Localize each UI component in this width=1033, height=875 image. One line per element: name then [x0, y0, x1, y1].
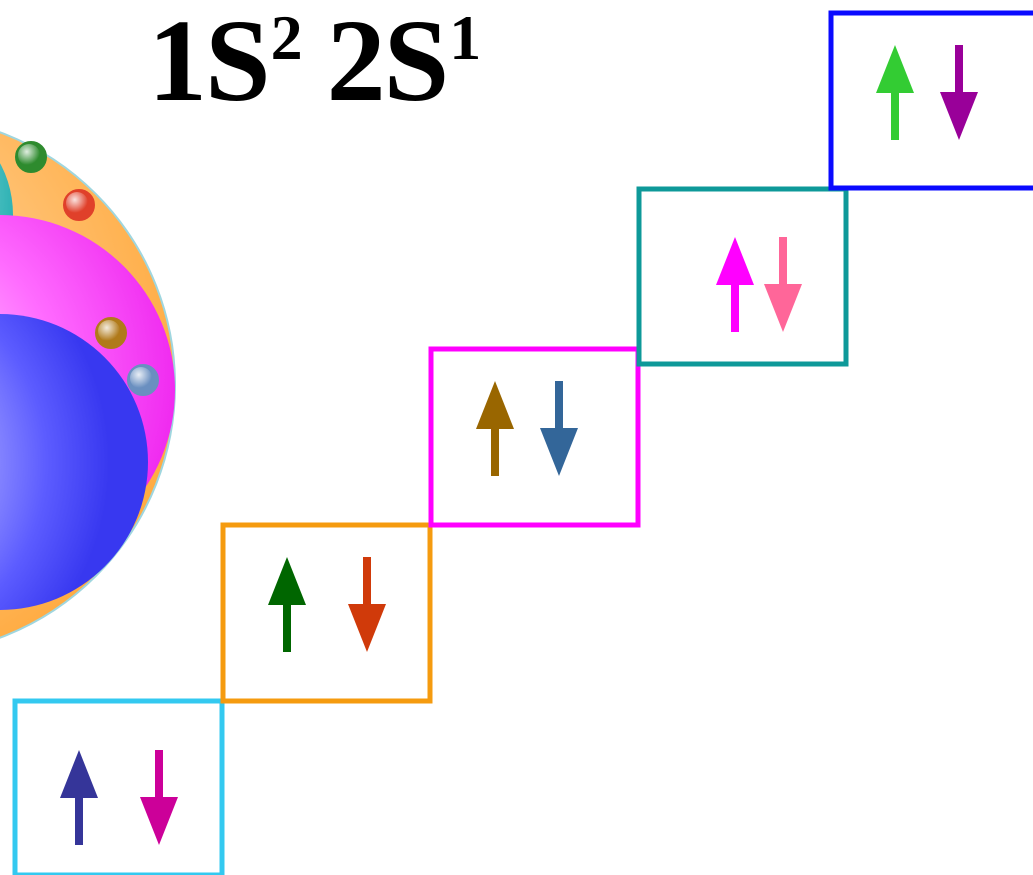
- term-1s: 1S2: [148, 2, 303, 120]
- down-arrow-icon: [764, 237, 802, 332]
- down-arrow-icon: [140, 750, 178, 845]
- electrons: [15, 141, 159, 396]
- down-arrow-icon: [940, 45, 978, 140]
- orbital-box-2-border: [220, 522, 433, 704]
- term-2s: 2S1: [327, 2, 482, 120]
- up-arrow-icon: [876, 45, 914, 140]
- term-1s-exponent: 2: [270, 2, 303, 73]
- electron-highlight-2: [66, 192, 88, 214]
- term-2s-exponent: 1: [449, 2, 481, 73]
- nucleus-sphere: [0, 314, 148, 610]
- orbital-box-2: [220, 522, 433, 704]
- orbital-box-3: [428, 346, 641, 528]
- electron-highlight-1: [18, 144, 40, 166]
- term-2s-base: 2S: [326, 0, 450, 126]
- up-arrow-icon: [476, 381, 514, 476]
- orbital-box-1-border: [12, 698, 225, 875]
- term-1s-base: 1S: [148, 0, 271, 126]
- orbital-box-5-border: [828, 10, 1033, 191]
- up-arrow-icon: [716, 237, 754, 332]
- electron-highlight-4: [130, 367, 152, 389]
- up-arrow-icon: [60, 750, 98, 845]
- up-arrow-icon: [268, 557, 306, 652]
- orbital-box-3-border: [428, 346, 641, 528]
- down-arrow-icon: [348, 557, 386, 652]
- atom-illustration: [0, 131, 176, 639]
- orbital-box-4: [636, 186, 849, 367]
- orbital-box-1: [12, 698, 225, 875]
- orbital-box-4-border: [636, 186, 849, 367]
- down-arrow-icon: [540, 381, 578, 476]
- orbital-box-5: [828, 10, 1033, 191]
- orbital-boxes: [12, 10, 1033, 875]
- electron-highlight-3: [98, 320, 120, 342]
